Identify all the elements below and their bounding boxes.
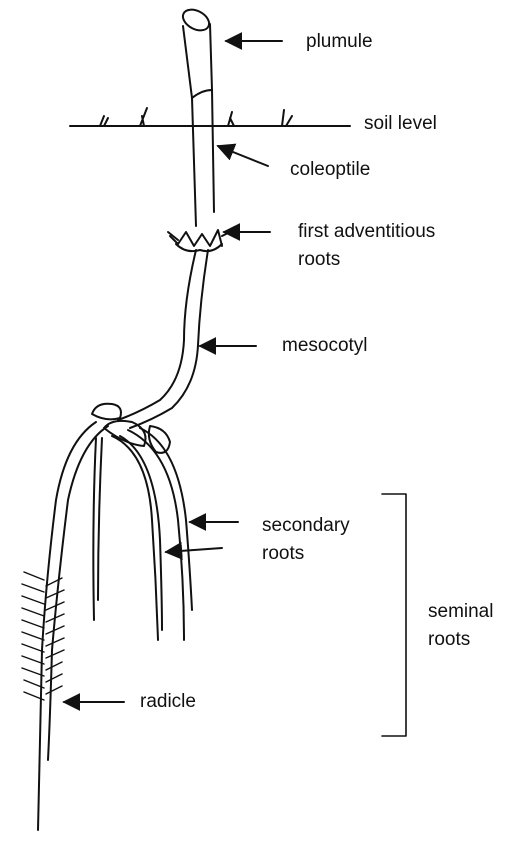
label-seminal-line1: seminal	[428, 600, 493, 624]
label-seminal-line2: roots	[428, 628, 470, 652]
label-secondary-line2: roots	[262, 542, 304, 566]
secondary-roots-shape	[93, 428, 192, 640]
label-plumule: plumule	[306, 30, 373, 54]
adventitious-roots-node	[168, 230, 230, 251]
label-first-adventitious-line1: first adventitious	[298, 220, 435, 244]
secondary-arrow-lower	[166, 548, 222, 552]
plumule-shape	[179, 5, 212, 98]
label-radicle: radicle	[140, 690, 196, 714]
label-soil-level: soil level	[364, 112, 437, 136]
label-mesocotyl: mesocotyl	[282, 334, 368, 358]
seminal-roots-bracket	[382, 494, 406, 736]
coleoptile-arrow	[218, 146, 268, 166]
radicle-shape	[38, 422, 108, 830]
mesocotyl-shape	[118, 250, 208, 428]
leader-arrows	[64, 41, 282, 702]
label-secondary-line1: secondary	[262, 514, 350, 538]
label-coleoptile: coleoptile	[290, 158, 370, 182]
soil-level-line	[70, 108, 350, 126]
label-first-adventitious-line2: roots	[298, 248, 340, 272]
coleoptile-shape	[192, 90, 214, 226]
